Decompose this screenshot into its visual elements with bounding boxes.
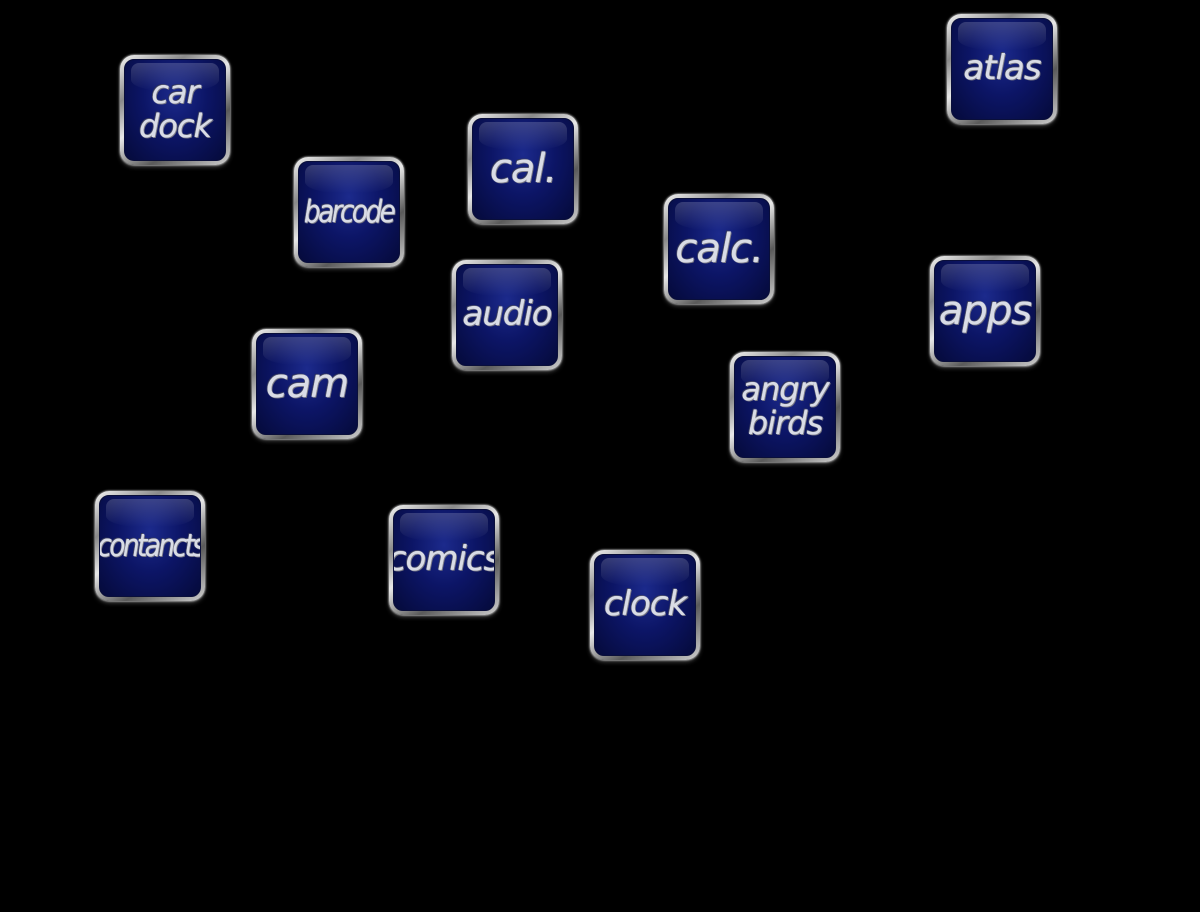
comics-label: comics bbox=[393, 539, 495, 580]
atlas-app-icon[interactable]: atlas bbox=[947, 14, 1057, 124]
cal-label: cal. bbox=[489, 146, 557, 192]
angry-birds-label: angry birds bbox=[741, 370, 829, 442]
cam-label: cam bbox=[265, 361, 349, 407]
contacts-label: contancts bbox=[99, 527, 201, 564]
audio-app-icon[interactable]: audio bbox=[452, 260, 562, 370]
calc-label: calc. bbox=[675, 226, 763, 272]
contacts-app-icon[interactable]: contancts bbox=[95, 491, 205, 601]
car-dock-label: car dock bbox=[138, 73, 212, 145]
apps-app-icon[interactable]: apps bbox=[930, 256, 1040, 366]
cal-app-icon[interactable]: cal. bbox=[468, 114, 578, 224]
atlas-label: atlas bbox=[963, 48, 1041, 89]
barcode-label: barcode bbox=[304, 193, 396, 230]
angry-birds-app-icon[interactable]: angry birds bbox=[730, 352, 840, 462]
audio-label: audio bbox=[462, 294, 552, 335]
car-dock-app-icon[interactable]: car dock bbox=[120, 55, 230, 165]
clock-app-icon[interactable]: clock bbox=[590, 550, 700, 660]
barcode-app-icon[interactable]: barcode bbox=[294, 157, 404, 267]
comics-app-icon[interactable]: comics bbox=[389, 505, 499, 615]
clock-label: clock bbox=[603, 584, 687, 625]
calc-app-icon[interactable]: calc. bbox=[664, 194, 774, 304]
apps-label: apps bbox=[938, 288, 1032, 334]
cam-app-icon[interactable]: cam bbox=[252, 329, 362, 439]
